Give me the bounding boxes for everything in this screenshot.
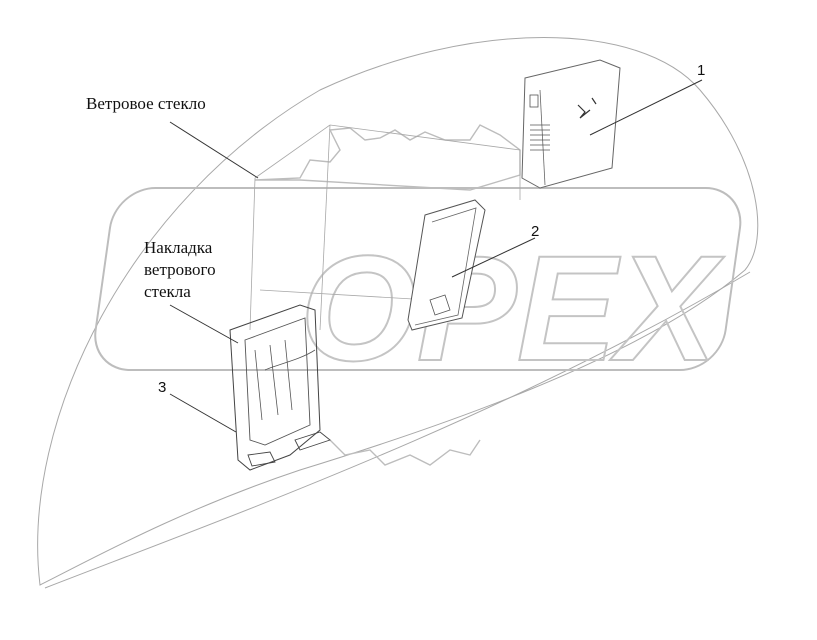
part-3-trim	[229, 304, 331, 471]
part-1-box	[521, 59, 621, 189]
windshield-label: Ветровое стекло	[86, 94, 206, 113]
callout-1: 1	[697, 62, 706, 79]
leader-trim	[169, 304, 239, 344]
part-2-module	[407, 199, 486, 331]
leader-3	[169, 393, 237, 433]
watermark-text: OPEX	[300, 224, 725, 392]
trim-label-line2: ветрового	[144, 260, 216, 279]
trim-label-line3: стекла	[144, 282, 191, 301]
windshield-lower-edge	[44, 271, 751, 589]
windshield-outline	[37, 37, 759, 586]
leader-windshield	[169, 121, 259, 179]
callout-2: 2	[531, 223, 540, 240]
callout-3: 3	[158, 379, 167, 396]
watermark-frame	[94, 187, 742, 371]
leader-1	[589, 79, 703, 136]
trim-label-line1: Накладка	[144, 238, 213, 257]
leader-2	[451, 237, 536, 278]
